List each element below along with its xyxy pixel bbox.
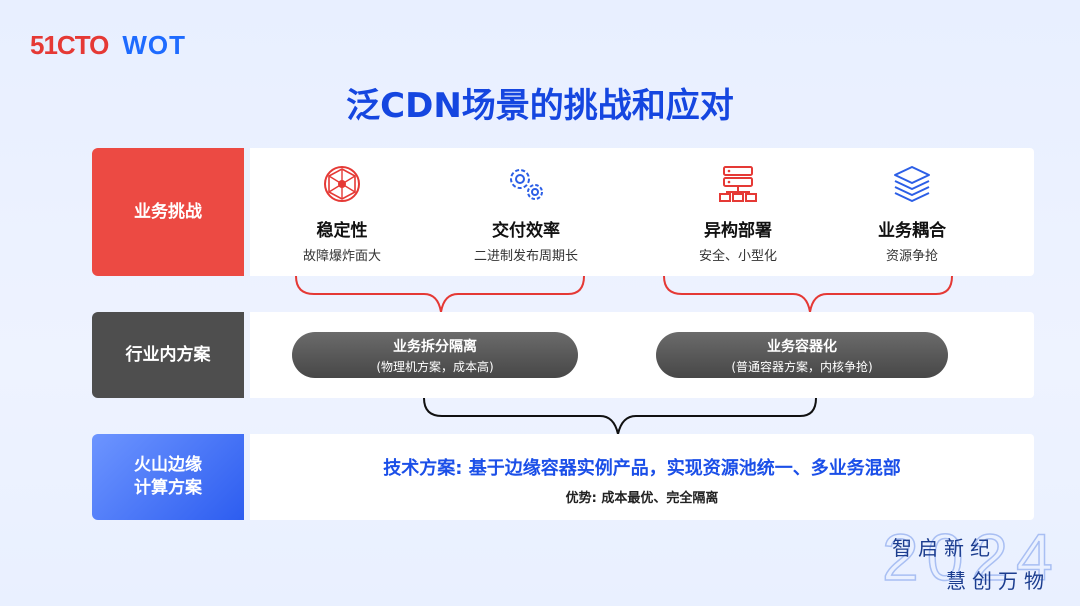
business-challenge-panel: 稳定性 故障爆炸面大 交付效率 二进制发布周期长: [250, 148, 1034, 276]
volcano-edge-row: 火山边缘 计算方案 技术方案: 基于边缘容器实例产品，实现资源池统一、多业务混部…: [92, 434, 1034, 520]
logo: 51CTO WOT: [30, 28, 186, 62]
challenge-item-stability: 稳定性 故障爆炸面大: [252, 162, 432, 264]
volcano-edge-label: 火山边缘 计算方案: [92, 434, 244, 520]
challenge-title: 交付效率: [492, 221, 560, 241]
slogan-line2: 慧创万物: [946, 569, 1050, 593]
pill-title: 业务容器化: [767, 338, 837, 355]
industry-solution-row: 行业内方案 业务拆分隔离 (物理机方案，成本高) 业务容器化 (普通容器方案，内…: [92, 312, 1034, 398]
logo-wot: WOT: [122, 29, 186, 60]
challenge-desc: 故障爆炸面大: [302, 249, 381, 264]
challenge-title: 稳定性: [316, 221, 368, 241]
label-line: 火山边缘: [134, 455, 202, 476]
industry-solution-label: 行业内方案: [92, 312, 244, 398]
slogan-year: 2024: [881, 520, 1061, 594]
page-title: 泛CDN场景的挑战和应对: [346, 86, 734, 126]
network-node-icon: [324, 166, 360, 202]
slogan-line1: 智启新纪: [892, 536, 996, 560]
logo-51cto: 51CTO: [30, 29, 109, 60]
challenge-title: 业务耦合: [878, 221, 946, 241]
pill-desc: (普通容器方案，内核争抢): [731, 359, 873, 374]
challenge-desc: 安全、小型化: [698, 249, 777, 264]
solution-pill-container: 业务容器化 (普通容器方案，内核争抢): [656, 332, 948, 378]
pill-desc: (物理机方案，成本高): [376, 359, 494, 374]
challenge-item-heterogeneous: 异构部署 安全、小型化: [648, 162, 828, 264]
challenge-desc: 资源争抢: [885, 249, 938, 264]
volcano-edge-panel: 技术方案: 基于边缘容器实例产品，实现资源池统一、多业务混部 优势: 成本最优、…: [250, 434, 1034, 520]
business-challenge-row: 业务挑战 稳定性 故障爆炸面大: [92, 148, 1034, 276]
industry-solution-panel: 业务拆分隔离 (物理机方案，成本高) 业务容器化 (普通容器方案，内核争抢): [250, 312, 1034, 398]
challenge-title: 异构部署: [704, 221, 772, 241]
slogan: 2024 智启新纪 慧创万物: [881, 523, 1053, 594]
technical-solution: 技术方案: 基于边缘容器实例产品，实现资源池统一、多业务混部: [383, 458, 901, 479]
business-challenge-label: 业务挑战: [92, 148, 244, 276]
challenge-item-coupling: 业务耦合 资源争抢: [822, 162, 1002, 264]
layers-icon: [894, 166, 930, 202]
advantage: 优势: 成本最优、完全隔离: [565, 491, 719, 506]
challenge-item-delivery: 交付效率 二进制发布周期长: [436, 162, 616, 264]
solution-pill-isolation: 业务拆分隔离 (物理机方案，成本高): [292, 332, 578, 378]
label-line: 计算方案: [134, 478, 202, 498]
server-rack-icon: [719, 166, 757, 202]
gears-icon: [510, 169, 543, 200]
pill-title: 业务拆分隔离: [393, 338, 477, 355]
challenge-desc: 二进制发布周期长: [473, 249, 578, 264]
